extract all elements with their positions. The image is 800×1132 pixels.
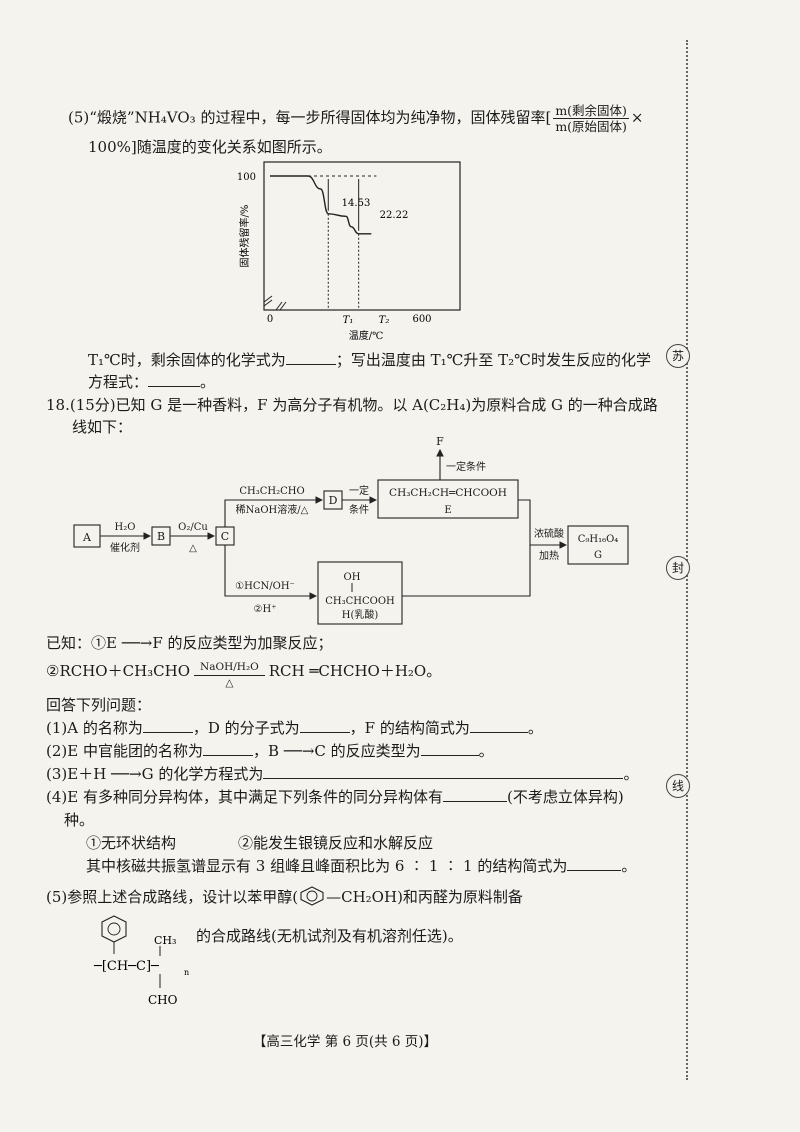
- margin-seal-1: 苏: [666, 344, 690, 368]
- part-4-nmr: 其中核磁共振氢谱显示有 3 组峰且峰面积比为 6 ∶ 1 ∶ 1 的结构简式为。: [86, 856, 637, 875]
- g-formula: C₉H₁₆O₄: [578, 534, 619, 545]
- residue-chart: 100 固体残留率/% 0 T₁ T₂ 600 温度/℃ 14.53 22.22: [237, 161, 461, 342]
- polymer-benzene-icon: [101, 915, 127, 943]
- blank-4-b[interactable]: [567, 856, 622, 871]
- answer-blank-equation[interactable]: [148, 372, 201, 387]
- q17-5-line2: 100%]随温度的变化关系如图所示。: [88, 138, 332, 156]
- cond-a-b-bottom: 催化剂: [110, 541, 140, 554]
- chart-frame: [263, 161, 461, 311]
- answer-blank-formula[interactable]: [285, 350, 336, 365]
- residue-fraction: m(剩余固体)m(原始固体): [553, 103, 629, 134]
- box-h: [317, 561, 403, 625]
- synthesis-scheme: A B C D F CH₃CH₂CH═CHCOOH E C₉H₁₆O₄ G OH…: [73, 435, 629, 625]
- answer-intro: 回答下列问题：: [46, 696, 152, 714]
- part-4: (4)E 有多种同分异构体，其中满足下列条件的同分异构体有(不考虑立体异构): [46, 787, 624, 806]
- arrow-h-g: [402, 545, 531, 597]
- q18-line1: 18.(15分)已知 G 是一种香料，F 为高分子有机物。以 A(C₂H₄)为原…: [46, 396, 658, 414]
- blank-3[interactable]: [263, 764, 624, 779]
- target-polymer: CH₃ ─[CH─C]─ n CHO: [93, 915, 189, 1007]
- label-f: F: [436, 435, 444, 448]
- arrow-e-g: [518, 499, 568, 549]
- x-tick-0: 0: [267, 314, 273, 325]
- part-5-cont: 的合成路线(无机试剂及有机溶剂任选)。: [196, 927, 463, 945]
- cond-to-g-bottom: 加热: [539, 549, 559, 562]
- annotation-14-53: 14.53: [342, 198, 371, 209]
- y-tick-100: 100: [237, 172, 256, 183]
- cond-d-e-bottom: 条件: [349, 503, 369, 516]
- g-label: G: [594, 550, 602, 561]
- part-4-cont: 种。: [64, 811, 95, 829]
- part-1: (1)A 的名称为，D 的分子式为，F 的结构简式为。: [46, 718, 543, 737]
- q17-5-question-2: 方程式：。: [88, 372, 216, 391]
- margin-seal-2: 封: [666, 556, 690, 580]
- cond-c-d-bottom: 稀NaOH溶液/△: [236, 503, 309, 516]
- cond-d-e-top: 一定: [349, 484, 369, 497]
- x-axis-label: 温度/℃: [349, 329, 384, 342]
- e-label: E: [444, 505, 451, 516]
- box-g: [567, 525, 629, 565]
- blank-2-a[interactable]: [202, 741, 253, 756]
- h-oh: OH: [344, 572, 361, 583]
- x-tick-t2: T₂: [379, 315, 390, 326]
- blank-2-b[interactable]: [420, 741, 479, 756]
- label-d: D: [329, 494, 338, 507]
- part-2: (2)E 中官能团的名称为，B ──→C 的反应类型为。: [46, 741, 494, 760]
- blank-1-b[interactable]: [299, 718, 350, 733]
- h-label: H(乳酸): [342, 608, 379, 621]
- cond-b-c-bottom: △: [189, 543, 197, 554]
- margin-seal-3: 线: [666, 774, 690, 798]
- part-3: (3)E＋H ──→G 的化学方程式为。: [46, 764, 639, 783]
- page-footer: 【高三化学 第 6 页(共 6 页)】: [252, 1034, 438, 1050]
- cond-e-f: 一定条件: [446, 460, 486, 473]
- h-formula: CH₃CHCOOH: [325, 596, 395, 607]
- polymer-cho: CHO: [148, 993, 178, 1007]
- polymer-ch3: CH₃: [154, 934, 176, 947]
- cond-c-h-bottom: ②H⁺: [254, 604, 277, 615]
- cond-c-h-top: ①HCN/OH⁻: [235, 581, 295, 592]
- arrow-c-h: [224, 545, 318, 600]
- axis-break-mark: [263, 295, 287, 311]
- cond-a-b-top: H₂O: [115, 522, 136, 533]
- x-tick-t1: T₁: [343, 315, 354, 326]
- q17-5-question-1: T₁℃时，剩余固体的化学式为；写出温度由 T₁℃升至 T₂℃时发生反应的化学: [88, 350, 651, 369]
- label-c: C: [221, 530, 229, 543]
- y-axis-label: 固体残留率/%: [238, 205, 251, 268]
- arrow-c-d: [224, 496, 324, 527]
- x-tick-600: 600: [412, 314, 431, 325]
- cond-c-d-top: CH₃CH₂CHO: [239, 486, 304, 497]
- polymer-chain: ─[CH─C]─: [93, 959, 159, 974]
- q18-line2: 线如下：: [72, 418, 133, 436]
- blank-4-a[interactable]: [442, 787, 507, 802]
- blank-1-c[interactable]: [469, 718, 528, 733]
- blank-1-a[interactable]: [142, 718, 193, 733]
- polymer-n: n: [184, 968, 189, 977]
- known-2-condition: NaOH/H₂O△: [194, 660, 265, 691]
- box-e: [377, 479, 519, 519]
- q17-5-line1: (5)“煅烧”NH₄VO₃ 的过程中，每一步所得固体均为纯净物，固体残留率[m(…: [68, 103, 644, 134]
- label-a: A: [82, 531, 92, 544]
- annotation-22-22: 22.22: [380, 210, 409, 221]
- part-5: (5)参照上述合成路线，设计以苯甲醇(—CH₂OH)和丙醛为原料制备: [46, 886, 523, 906]
- cond-to-g-top: 浓硫酸: [534, 527, 564, 540]
- e-formula: CH₃CH₂CH═CHCOOH: [389, 487, 507, 499]
- known-1: 已知：①E ──→F 的反应类型为加聚反应；: [46, 634, 333, 652]
- cond-b-c-top: O₂/Cu: [178, 522, 208, 533]
- benzene-ring-icon: [300, 886, 324, 906]
- label-b: B: [157, 530, 165, 543]
